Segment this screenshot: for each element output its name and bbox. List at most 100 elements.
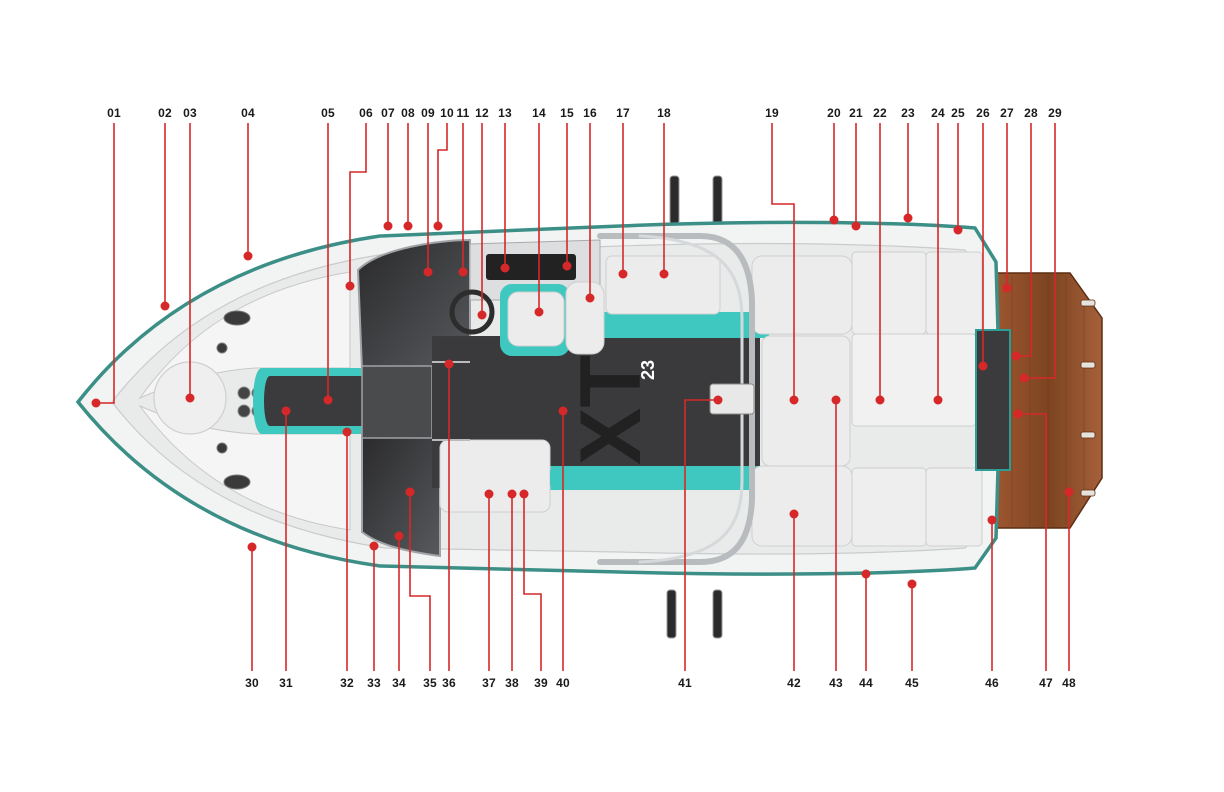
callout-dot xyxy=(370,542,379,551)
tower-top-lower xyxy=(667,590,722,638)
rear-bench-2 xyxy=(926,252,982,334)
rear-bench-1 xyxy=(852,252,926,334)
callout-dot xyxy=(535,308,544,317)
callout-number: 24 xyxy=(931,106,945,120)
callout-number: 13 xyxy=(498,106,512,120)
callout-number: 34 xyxy=(392,676,406,690)
transom-walkthrough xyxy=(976,330,1010,470)
callout-dot xyxy=(619,270,628,279)
callout-number: 41 xyxy=(678,676,692,690)
callout-number: 37 xyxy=(482,676,496,690)
callout-number: 47 xyxy=(1039,676,1053,690)
leader-line xyxy=(96,123,114,403)
callout-number: 07 xyxy=(381,106,395,120)
callout-dot xyxy=(979,362,988,371)
callout-dot xyxy=(92,399,101,408)
callout-dot xyxy=(478,311,487,320)
callout-10: 10 xyxy=(434,106,454,231)
callout-dot xyxy=(852,222,861,231)
callout-number: 18 xyxy=(657,106,671,120)
callout-21: 21 xyxy=(849,106,863,231)
callout-number: 48 xyxy=(1062,676,1076,690)
callout-number: 33 xyxy=(367,676,381,690)
callout-dot xyxy=(485,490,494,499)
callout-dot xyxy=(954,226,963,235)
callout-number: 45 xyxy=(905,676,919,690)
callout-dot xyxy=(832,396,841,405)
callout-dot xyxy=(395,532,404,541)
leader-line xyxy=(438,123,447,226)
callout-dot xyxy=(830,216,839,225)
callout-30: 30 xyxy=(245,543,259,691)
callout-dot xyxy=(714,396,723,405)
walkthrough-glass xyxy=(362,366,432,438)
callout-number: 06 xyxy=(359,106,373,120)
callout-number: 15 xyxy=(560,106,574,120)
callout-number: 02 xyxy=(158,106,172,120)
callout-number: 42 xyxy=(787,676,801,690)
callout-number: 35 xyxy=(423,676,437,690)
callout-number: 27 xyxy=(1000,106,1014,120)
callout-dot xyxy=(876,396,885,405)
tower-top-upper xyxy=(670,176,722,224)
callout-dot xyxy=(501,264,510,273)
callout-number: 17 xyxy=(616,106,630,120)
callout-number: 01 xyxy=(107,106,121,120)
callout-dot xyxy=(324,396,333,405)
callout-dot xyxy=(790,396,799,405)
callout-dot xyxy=(424,268,433,277)
callout-number: 16 xyxy=(583,106,597,120)
callout-number: 39 xyxy=(534,676,548,690)
callout-dot xyxy=(1020,374,1029,383)
callout-number: 22 xyxy=(873,106,887,120)
callout-number: 43 xyxy=(829,676,843,690)
callout-number: 21 xyxy=(849,106,863,120)
rear-bench-4 xyxy=(852,468,926,546)
callout-dot xyxy=(459,268,468,277)
callout-number: 40 xyxy=(556,676,570,690)
callout-number: 30 xyxy=(245,676,259,690)
driver-seat-cushion xyxy=(508,292,564,346)
callout-44: 44 xyxy=(859,570,873,691)
callout-dot xyxy=(908,580,917,589)
callout-number: 36 xyxy=(442,676,456,690)
callout-number: 14 xyxy=(532,106,546,120)
starboard-teal xyxy=(550,466,770,490)
callout-02: 02 xyxy=(158,106,172,311)
callout-08: 08 xyxy=(401,106,415,231)
callout-07: 07 xyxy=(381,106,395,231)
callout-number: 11 xyxy=(456,106,469,120)
callout-number: 23 xyxy=(901,106,915,120)
callout-dot xyxy=(934,396,943,405)
callout-dot xyxy=(445,360,454,369)
callout-45: 45 xyxy=(905,580,919,691)
helm-screen xyxy=(486,254,576,280)
callout-dot xyxy=(244,252,253,261)
rear-lounge-lower xyxy=(752,466,852,546)
callout-number: 05 xyxy=(321,106,335,120)
callout-27: 27 xyxy=(1000,106,1014,293)
callout-dot xyxy=(508,490,517,499)
callout-number: 10 xyxy=(440,106,454,120)
callout-number: 12 xyxy=(475,106,489,120)
callout-dot xyxy=(520,490,529,499)
callout-dot xyxy=(988,516,997,525)
callout-dot xyxy=(660,270,669,279)
callout-dot xyxy=(1012,352,1021,361)
callout-dot xyxy=(563,262,572,271)
callout-number: 29 xyxy=(1048,106,1062,120)
callout-number: 03 xyxy=(183,106,197,120)
callout-dot xyxy=(406,488,415,497)
callout-20: 20 xyxy=(827,106,841,225)
callout-number: 46 xyxy=(985,676,999,690)
callout-dot xyxy=(186,394,195,403)
callout-dot xyxy=(248,543,257,552)
callout-dot xyxy=(384,222,393,231)
rear-bench-3 xyxy=(852,334,976,426)
callout-dot xyxy=(404,222,413,231)
callout-04: 04 xyxy=(241,106,255,261)
callout-dot xyxy=(343,428,352,437)
callout-dot xyxy=(790,510,799,519)
rear-bench-5 xyxy=(926,468,982,546)
callout-dot xyxy=(346,282,355,291)
